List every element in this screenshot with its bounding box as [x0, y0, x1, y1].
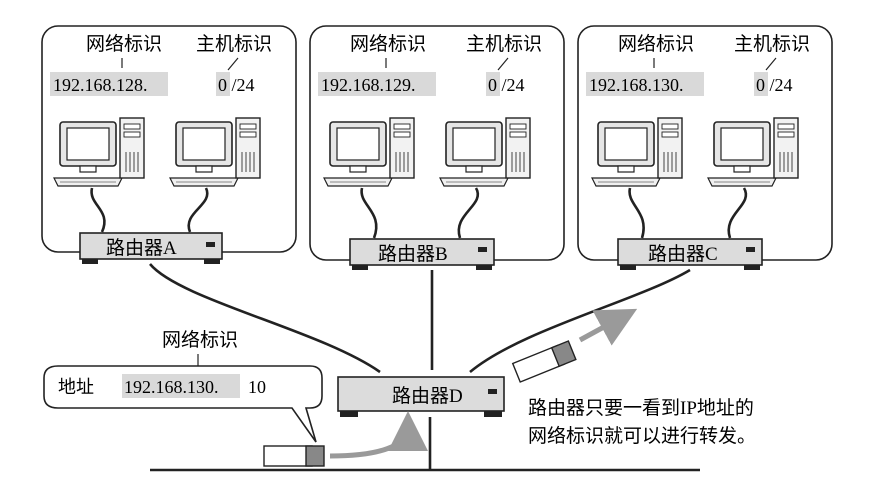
computer-icon: [53, 117, 145, 187]
address-callout: 网络标识 地址 192.168.130. 10: [43, 329, 323, 443]
callout-address-host: 10: [248, 377, 266, 397]
note-line-1: 路由器只要一看到IP地址的: [528, 397, 754, 419]
net1-host-id-label: 主机标识: [196, 33, 272, 55]
outgoing-packet: [511, 340, 577, 383]
net1-host-highlight: [216, 72, 230, 96]
net2-network-value: 192.168.129.: [321, 75, 416, 95]
net1-network-value: 192.168.128.: [53, 75, 148, 95]
computer-icon: [439, 117, 531, 187]
net3-network-highlight: [586, 72, 704, 96]
computer-icon: [323, 117, 415, 187]
incoming-packet: [263, 445, 325, 467]
net2-host-value: 0 /24: [488, 75, 525, 95]
net1-network-id-label: 网络标识: [86, 33, 162, 55]
net3-network-id-label: 网络标识: [618, 33, 694, 55]
callout-network-highlight: [122, 374, 240, 398]
note-line-2: 网络标识就可以进行转发。: [528, 425, 756, 447]
net3-host-highlight: [754, 72, 768, 96]
callout-network-id-label: 网络标识: [162, 329, 238, 351]
router-d-label: 路由器D: [392, 385, 463, 407]
net2-host-highlight: [486, 72, 500, 96]
net1-network-highlight: [50, 72, 168, 96]
computer-icon: [169, 117, 261, 187]
computer-icon: [591, 117, 683, 187]
net1-host-value: 0 /24: [218, 75, 255, 95]
lan-cables: [90, 187, 748, 239]
router-a-label: 路由器A: [106, 237, 177, 259]
net2-network-highlight: [318, 72, 436, 96]
net3-host-id-label: 主机标识: [734, 33, 810, 55]
router-c-label: 路由器C: [648, 243, 718, 265]
router-a: 路由器A: [79, 232, 223, 264]
router-d: 路由器D: [337, 376, 505, 417]
router-c: 路由器C: [617, 238, 763, 270]
callout-address-label: 地址: [58, 377, 94, 397]
net3-network-value: 192.168.130.: [589, 75, 684, 95]
router-b-label: 路由器B: [378, 243, 448, 265]
computer-icon: [707, 117, 799, 187]
callout-address-network: 192.168.130.: [124, 377, 219, 397]
bottom-network-line: [150, 417, 700, 472]
net3-host-value: 0 /24: [756, 75, 793, 95]
router-b: 路由器B: [349, 238, 495, 270]
incoming-arrow-icon: [329, 411, 428, 459]
outgoing-arrow-icon: [578, 308, 638, 346]
wan-links: [149, 263, 691, 374]
net2-host-id-label: 主机标识: [466, 33, 542, 55]
net2-network-id-label: 网络标识: [350, 33, 426, 55]
